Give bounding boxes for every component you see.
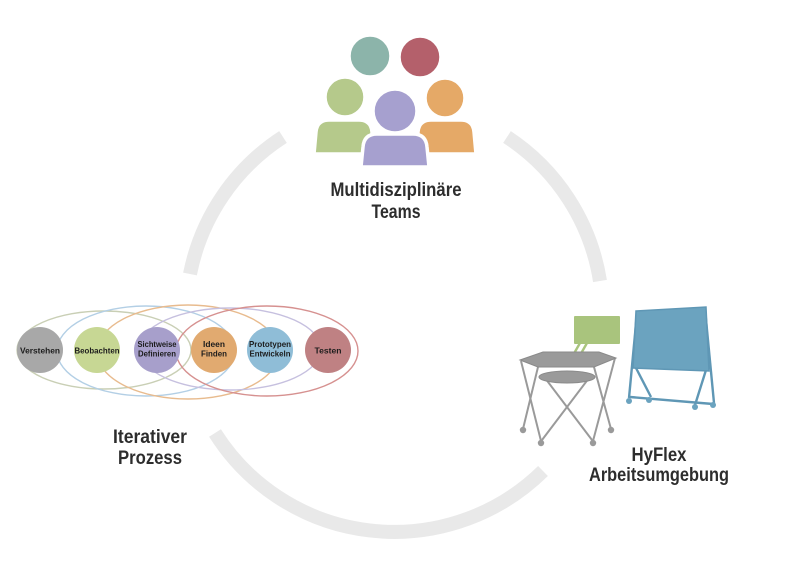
table-leg [593, 366, 612, 430]
caster-wheel-icon [589, 439, 597, 447]
table-shelf [538, 370, 596, 384]
table-top [518, 351, 618, 368]
caster-wheel-icon [710, 402, 716, 408]
person-purple-head-icon [371, 87, 419, 135]
teams-title-line1: Multidisziplinäre [331, 179, 462, 201]
section-titles: Multidisziplinäre Teams Iterativer Proze… [113, 179, 729, 486]
step-label-sichtweise-1: Sichtweise [138, 339, 177, 349]
process-steps: Verstehen Beobachten Sichtweise Definier… [17, 327, 351, 373]
process-title-line1: Iterativer [113, 426, 187, 448]
step-circle-beobachten [74, 327, 120, 373]
person-purple-body-icon [359, 132, 431, 169]
whiteboard-bottom-bar [629, 395, 714, 406]
caster-wheel-icon [607, 426, 615, 434]
caster-wheel-icon [626, 398, 632, 404]
caster-wheel-icon [692, 404, 698, 410]
table-leg [592, 357, 616, 442]
table-leg [522, 366, 539, 430]
person-teal-head-icon [347, 33, 393, 79]
table-icon [518, 351, 618, 447]
step-label-sichtweise-2: Definieren [138, 349, 176, 359]
hyflex-title-line2: Arbeitsumgebung [589, 464, 729, 486]
step-label-verstehen: Verstehen [20, 346, 60, 356]
whiteboard-brace [693, 369, 708, 406]
hyflex-furniture-icon [518, 306, 716, 447]
ring-arc-top-left [183, 131, 287, 276]
teams-people-icon [312, 33, 478, 169]
whiteboard-icon [626, 306, 716, 410]
whiteboard-casters [626, 397, 716, 410]
step-label-beobachten: Beobachten [75, 346, 120, 356]
step-label-prototypen-2: Entwickeln [250, 349, 291, 359]
whiteboard-panel [632, 306, 710, 372]
step-circle-ideen [191, 327, 237, 373]
person-orange-head-icon [423, 76, 467, 120]
whiteboard-brace [634, 367, 653, 398]
table-leg [520, 360, 542, 442]
caster-wheel-icon [537, 439, 545, 447]
process-title-line2: Prozess [118, 447, 182, 469]
caster-wheel-icon [519, 426, 527, 434]
ring-arc-right [503, 131, 607, 283]
table-legs [520, 357, 616, 442]
cycle-ring [183, 131, 607, 539]
ring-arc-bottom [209, 429, 548, 539]
step-circle-prototypen [247, 327, 293, 373]
person-red-head-icon [397, 34, 443, 80]
table-casters [519, 426, 615, 447]
caster-wheel-icon [646, 397, 652, 403]
person-green-head-icon [323, 75, 367, 119]
step-label-prototypen-1: Prototypen [249, 339, 291, 349]
table-leg [541, 377, 590, 441]
step-circle-testen [305, 327, 351, 373]
step-circle-sichtweise [134, 327, 180, 373]
step-label-testen: Testen [315, 346, 342, 356]
screen-icon [570, 316, 620, 358]
person-green-body-icon [312, 118, 375, 156]
person-orange-body-icon [415, 118, 478, 156]
step-label-ideen-1: Ideen [203, 339, 225, 349]
step-label-ideen-2: Finden [201, 349, 227, 359]
table-leg [544, 377, 593, 441]
teams-title-line2: Teams [372, 201, 421, 223]
hyflex-title-line1: HyFlex [632, 444, 687, 466]
screen-panel [574, 316, 620, 344]
step-circle-verstehen [17, 327, 63, 373]
